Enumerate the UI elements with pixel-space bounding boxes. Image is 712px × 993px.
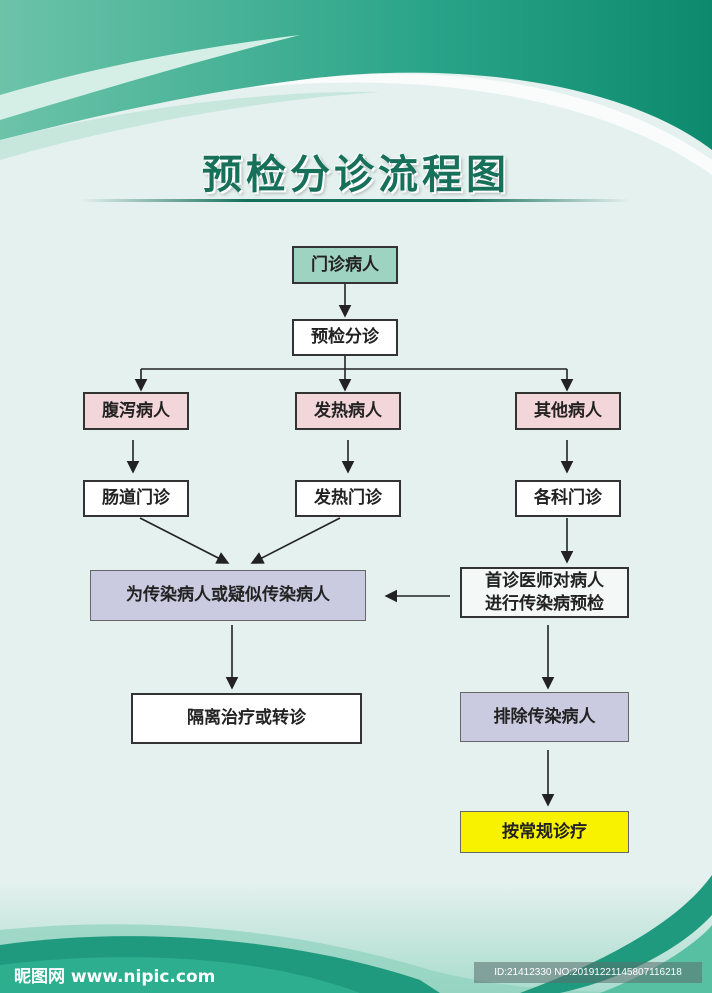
node-excluded: 排除传染病人 <box>460 692 629 742</box>
node-fever-clinic: 发热门诊 <box>295 480 401 517</box>
node-routine: 按常规诊疗 <box>460 811 629 853</box>
watermark-site: 昵图网 www.nipic.com <box>14 967 216 987</box>
title-underline <box>80 199 630 202</box>
node-first-doctor: 首诊医师对病人 进行传染病预检 <box>460 567 629 618</box>
page-title: 预检分诊流程图 <box>202 152 510 198</box>
node-triage: 预检分诊 <box>292 319 398 356</box>
node-outpatient: 门诊病人 <box>292 246 398 284</box>
node-dept-clinic: 各科门诊 <box>515 480 621 517</box>
node-first-doctor-line2: 进行传染病预检 <box>485 593 604 614</box>
node-suspected: 为传染病人或疑似传染病人 <box>90 570 366 621</box>
node-other: 其他病人 <box>515 392 621 430</box>
node-first-doctor-line1: 首诊医师对病人 <box>485 571 604 592</box>
watermark-id: ID:21412330 NO:20191221145807116218 <box>474 962 702 983</box>
node-isolation: 隔离治疗或转诊 <box>131 693 362 744</box>
node-intestinal-clinic: 肠道门诊 <box>83 480 189 517</box>
node-diarrhea: 腹泻病人 <box>83 392 189 430</box>
node-fever: 发热病人 <box>295 392 401 430</box>
